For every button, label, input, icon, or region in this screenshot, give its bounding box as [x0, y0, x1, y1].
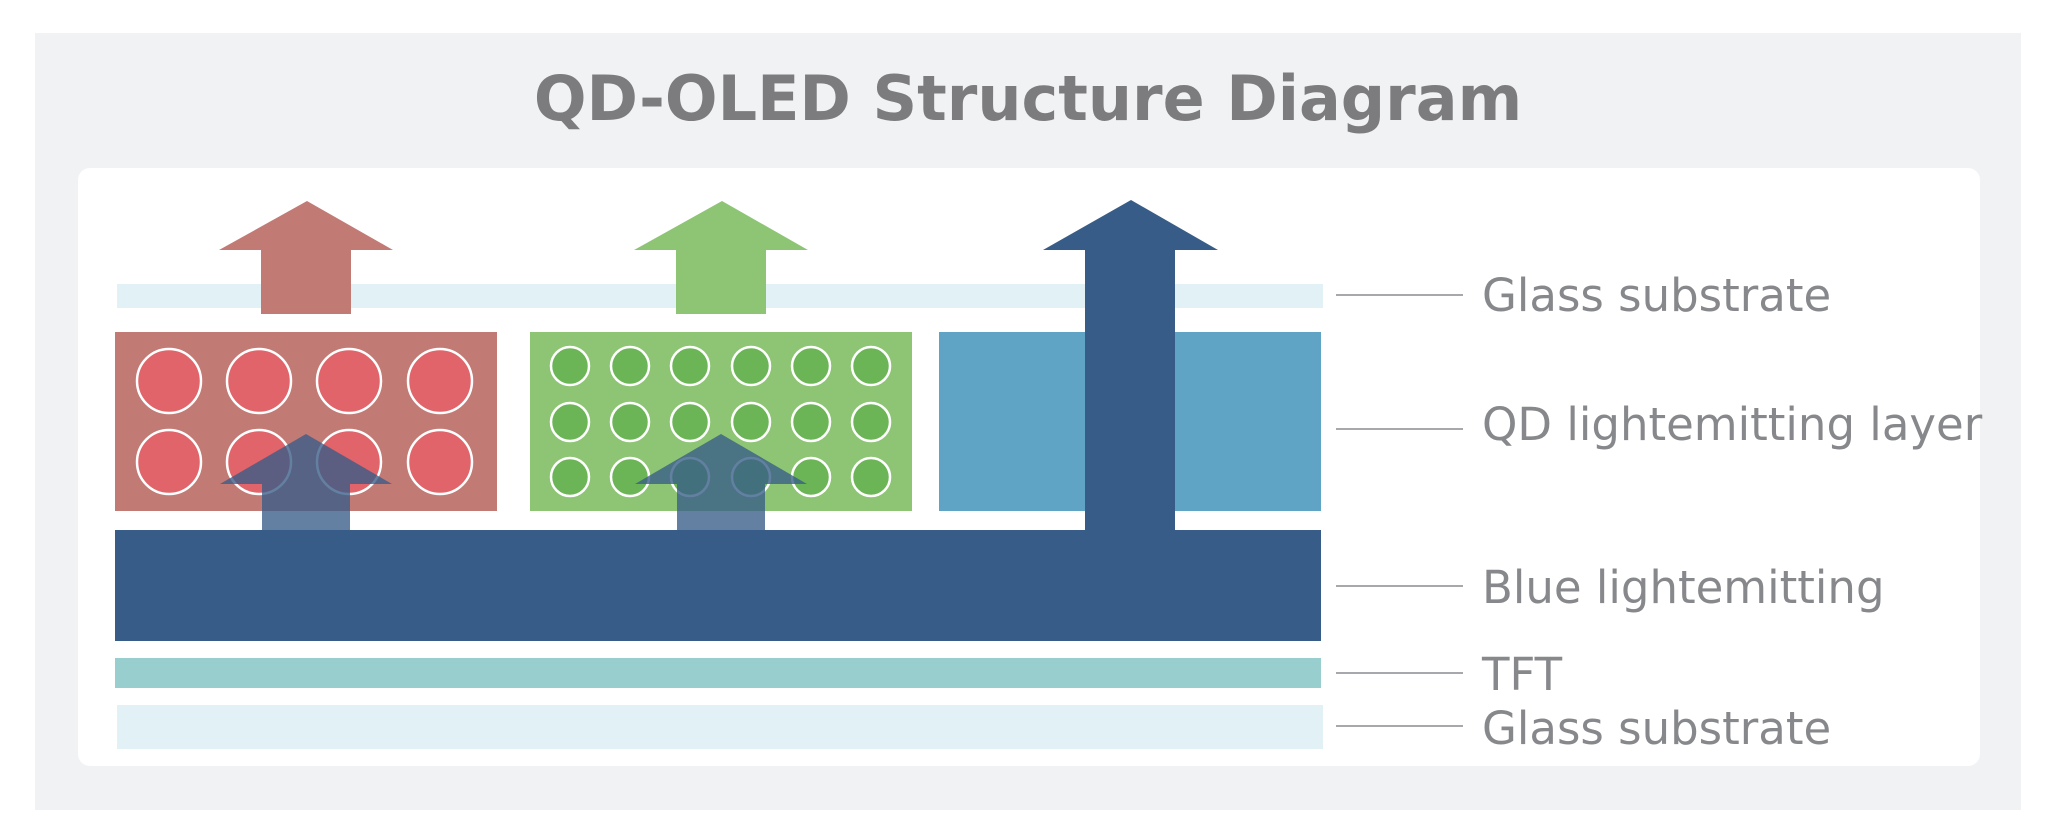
- green-quantum-dot: [669, 401, 711, 443]
- green-quantum-dot: [850, 401, 892, 443]
- blue-excitation-arrow-red: [220, 434, 392, 532]
- green-quantum-dot: [850, 456, 892, 498]
- label-qd-lightemitting-layer: QD lightemitting layer: [1482, 398, 1983, 451]
- green-quantum-dot: [549, 456, 591, 498]
- red-quantum-dot: [135, 347, 203, 415]
- green-quantum-dot: [609, 456, 651, 498]
- green-quantum-dot: [790, 345, 832, 387]
- label-glass-substrate-top: Glass substrate: [1482, 269, 1831, 322]
- label-glass-substrate-bottom: Glass substrate: [1482, 702, 1831, 755]
- red-quantum-dot: [406, 428, 474, 496]
- blue-excitation-arrow-green: [635, 434, 807, 532]
- red-quantum-dot: [406, 347, 474, 415]
- blue-lightemitting-layer: [115, 530, 1321, 641]
- green-quantum-dot: [790, 401, 832, 443]
- green-quantum-dot: [850, 345, 892, 387]
- glass-substrate-bottom: [117, 705, 1323, 749]
- label-blue-lightemitting: Blue lightemitting: [1482, 561, 1885, 614]
- green-quantum-dot: [790, 456, 832, 498]
- green-quantum-dot: [730, 401, 772, 443]
- green-light-output-arrow: [634, 201, 808, 314]
- red-light-output-arrow: [219, 201, 393, 314]
- tft-layer: [115, 658, 1321, 688]
- label-tft: TFT: [1481, 648, 1563, 701]
- red-quantum-dot: [225, 347, 293, 415]
- green-quantum-dot: [549, 345, 591, 387]
- red-quantum-dot: [135, 428, 203, 496]
- blue-light-output-arrow: [1043, 200, 1218, 532]
- green-quantum-dot: [609, 345, 651, 387]
- green-quantum-dot: [669, 345, 711, 387]
- green-quantum-dot: [730, 345, 772, 387]
- green-quantum-dot: [609, 401, 651, 443]
- red-quantum-dot: [315, 347, 383, 415]
- green-quantum-dot: [549, 401, 591, 443]
- diagram-title: QD-OLED Structure Diagram: [533, 62, 1523, 135]
